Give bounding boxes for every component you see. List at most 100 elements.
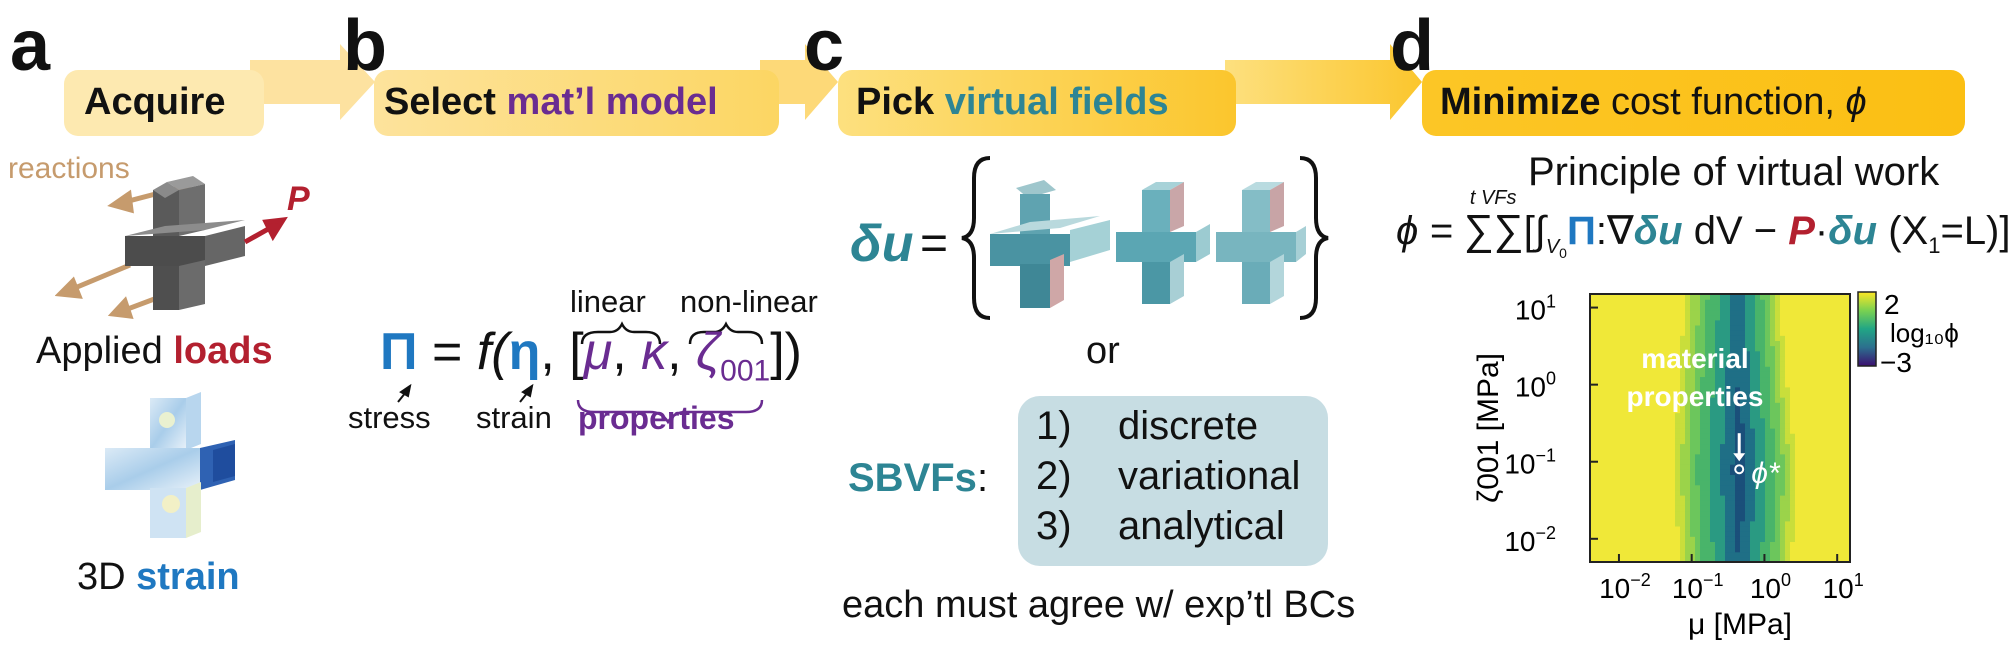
heatmap-cell <box>1660 551 1666 558</box>
heatmap-cell <box>1735 366 1741 372</box>
heatmap-cell <box>1805 299 1811 305</box>
heatmap-cell <box>1750 495 1756 501</box>
heatmap-cell <box>1710 304 1716 311</box>
heatmap-cell <box>1700 314 1706 321</box>
heatmap-cell <box>1800 428 1806 434</box>
heatmap-cell <box>1720 294 1726 300</box>
heatmap-cell <box>1775 536 1781 542</box>
sbvf-text: discrete <box>1118 404 1259 448</box>
heatmap-cell <box>1755 428 1761 434</box>
heatmap-cell <box>1635 500 1641 506</box>
heatmap-cell <box>1725 495 1731 501</box>
linear-label: linear <box>570 284 646 319</box>
heatmap-cell <box>1815 402 1821 408</box>
heatmap-cell <box>1660 489 1666 496</box>
heatmap-cell <box>1820 510 1826 517</box>
heatmap-cell <box>1720 433 1726 439</box>
heatmap-cell <box>1620 474 1626 481</box>
heatmap-cell <box>1660 510 1666 517</box>
heatmap-cell <box>1605 489 1611 496</box>
heatmap-cell <box>1685 428 1691 434</box>
heatmap-cell <box>1750 397 1756 403</box>
heatmap-cell <box>1790 397 1796 403</box>
heatmap-cell <box>1680 551 1686 558</box>
heatmap-cell <box>1785 319 1791 326</box>
heatmap-cell <box>1725 407 1731 414</box>
heatmap-cell <box>1705 345 1711 352</box>
heatmap-cell <box>1650 484 1656 491</box>
heatmap-cell <box>1675 458 1681 465</box>
sbvf-num: 1) <box>1036 404 1072 448</box>
heatmap-cell <box>1720 536 1726 542</box>
heatmap-cell <box>1745 484 1751 491</box>
heatmap-cell <box>1830 345 1836 352</box>
heatmap-cell <box>1690 361 1696 367</box>
heatmap-cell <box>1685 355 1691 362</box>
heatmap-cell <box>1720 376 1726 383</box>
heatmap-cell <box>1625 324 1631 331</box>
heatmap-cell <box>1645 340 1651 347</box>
heatmap-cell <box>1725 469 1731 475</box>
heatmap-cell <box>1620 525 1626 532</box>
heatmap-cell <box>1760 381 1766 388</box>
heatmap-cell <box>1700 324 1706 331</box>
heatmap-cell <box>1645 381 1651 388</box>
heatmap-cell <box>1670 546 1676 553</box>
force-p-label: P <box>287 180 310 218</box>
heatmap-cell <box>1710 531 1716 537</box>
heatmap-cell <box>1760 397 1766 403</box>
heatmap-cell <box>1635 428 1641 434</box>
heatmap-cell <box>1615 531 1621 537</box>
heatmap-cell <box>1830 505 1836 512</box>
heatmap-cell <box>1635 469 1641 475</box>
heatmap-cell <box>1830 340 1836 347</box>
heatmap-cell <box>1685 376 1691 383</box>
heatmap-cell <box>1685 551 1691 558</box>
heatmap-cell <box>1690 422 1696 429</box>
heatmap-cell <box>1660 500 1666 506</box>
heatmap-cell <box>1765 531 1771 537</box>
heatmap-cell <box>1810 330 1816 336</box>
heatmap-cell <box>1840 464 1846 470</box>
heatmap-cell <box>1800 294 1806 300</box>
heatmap-cell <box>1650 438 1656 445</box>
heatmap-cell <box>1740 299 1746 305</box>
heatmap-cell <box>1590 489 1596 496</box>
heatmap-cell <box>1675 345 1681 352</box>
heatmap-cell <box>1800 397 1806 403</box>
heatmap-cell <box>1595 319 1601 326</box>
heatmap-cell <box>1670 520 1676 527</box>
heatmap-cell <box>1755 391 1761 398</box>
heatmap-cell <box>1730 433 1736 439</box>
heatmap-cell <box>1670 474 1676 481</box>
heatmap-cell <box>1700 510 1706 517</box>
heatmap-cell <box>1645 376 1651 383</box>
heatmap-cell <box>1815 500 1821 506</box>
heatmap-cell <box>1740 407 1746 414</box>
heatmap-cell <box>1650 469 1656 475</box>
heatmap-cell <box>1645 314 1651 321</box>
heatmap-cell <box>1695 438 1701 445</box>
heatmap-cell <box>1825 309 1831 316</box>
heatmap-cell <box>1590 464 1596 470</box>
heatmap-cell <box>1610 319 1616 326</box>
heatmap-cell <box>1735 319 1741 326</box>
heatmap-cell <box>1835 546 1841 553</box>
heatmap-cell <box>1610 536 1616 542</box>
heatmap-cell <box>1820 314 1826 321</box>
heatmap-cell <box>1605 309 1611 316</box>
heatmap-cell <box>1610 340 1616 347</box>
heatmap-cell <box>1630 484 1636 491</box>
heatmap-cell <box>1770 402 1776 408</box>
heatmap-cell <box>1675 340 1681 347</box>
heatmap-cell <box>1635 510 1641 517</box>
heatmap-cell <box>1730 469 1736 475</box>
heatmap-cell <box>1815 505 1821 512</box>
heatmap-cell <box>1750 433 1756 439</box>
eq-delta-u-2: δu <box>1828 209 1878 253</box>
heatmap-cell <box>1820 500 1826 506</box>
heatmap-cell <box>1750 500 1756 506</box>
heatmap-cell <box>1650 546 1656 553</box>
heatmap-cell <box>1595 314 1601 321</box>
heatmap-cell <box>1730 448 1736 455</box>
